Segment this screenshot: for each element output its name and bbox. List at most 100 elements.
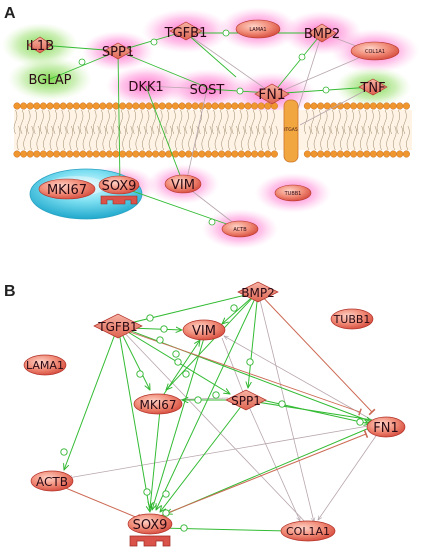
lipid-head-lower	[99, 150, 107, 158]
node-b-lama1-shape	[23, 354, 67, 376]
panel-a-nodes: IL1B BGLAP SPP1 TGFB1 LAMA1 BMP2	[20, 19, 400, 238]
edge-b-mki67-sox9	[150, 409, 161, 508]
edge-b-mark-2	[160, 325, 168, 333]
lipid-tail-upper	[86, 109, 90, 135]
lipid-tail-upper	[99, 109, 104, 135]
node-a-actb[interactable]: ACTB	[221, 220, 259, 238]
node-b-tgfb1[interactable]: TGFB1	[93, 313, 143, 339]
edge-a-dkk1-vim	[145, 85, 184, 184]
lipid-head-lower	[402, 150, 410, 158]
node-a-tubb1-shape	[274, 184, 312, 202]
edge-b-tgfb1-col1a1	[117, 325, 308, 525]
node-a-bmp2-label: BMP2	[304, 27, 340, 42]
lipid-tail-upper	[158, 109, 163, 135]
node-b-actb-label: ACTB	[36, 475, 68, 489]
lipid-tail-lower	[260, 125, 265, 151]
node-b-mki67[interactable]: MKI67	[133, 393, 183, 415]
node-a-sost[interactable]: SOST	[190, 83, 225, 98]
lipid-head-lower	[376, 150, 384, 158]
edge-b-mark-4	[174, 358, 182, 366]
lipid-tail-upper	[257, 109, 262, 135]
edge-b-mark-17	[156, 336, 164, 344]
lipid-head-upper	[310, 102, 318, 110]
lipid-head-lower	[132, 150, 140, 158]
lipid-tail-lower	[201, 125, 206, 151]
edge-b-mark-14	[162, 509, 170, 517]
lipid-head-lower	[310, 150, 318, 158]
edge-b-tgfb1-vim	[129, 328, 182, 330]
lipid-tail-lower	[234, 125, 239, 151]
node-b-sox9[interactable]: SOX9	[127, 513, 173, 547]
edge-b-bmp2-fn1	[257, 291, 376, 416]
node-a-sox9-label: SOX9	[102, 179, 137, 194]
lipid-head-upper	[244, 102, 252, 110]
lipid-head-upper	[211, 102, 219, 110]
lipid-head-lower	[383, 150, 391, 158]
lipid-head-upper	[72, 102, 80, 110]
lipid-head-upper	[138, 102, 146, 110]
node-a-sox9[interactable]: SOX9	[98, 175, 140, 205]
node-b-spp1[interactable]: SPP1	[225, 389, 267, 411]
lipid-tail-lower	[320, 125, 324, 151]
node-a-bmp2[interactable]: BMP2	[304, 23, 340, 43]
node-a-dkk1[interactable]: DKK1	[128, 80, 163, 95]
node-b-vim[interactable]: VIM	[182, 319, 226, 341]
node-a-col1a1[interactable]: COL1A1	[350, 41, 400, 61]
lipid-head-lower	[13, 150, 21, 158]
lipid-head-upper	[224, 102, 232, 110]
lipid-tail-upper	[178, 109, 183, 135]
edge-a-bmp2-itga5	[295, 32, 323, 116]
lipid-head-upper	[112, 102, 120, 110]
node-a-col1a1-label: COL1A1	[365, 49, 385, 55]
lipid-head-lower	[178, 150, 186, 158]
lipid-tail-upper	[59, 109, 64, 135]
node-a-dkk1-label: DKK1	[128, 80, 163, 95]
lipid-tail-lower	[49, 125, 54, 151]
node-a-bglap[interactable]: BGLAP	[20, 70, 80, 88]
lipid-head-upper	[191, 102, 199, 110]
node-b-tubb1[interactable]: TUBB1	[330, 308, 374, 330]
edge-a-mark-5	[236, 87, 244, 95]
node-a-vim[interactable]: VIM	[164, 174, 202, 194]
node-a-tnf-shape	[358, 78, 388, 96]
node-a-actb-shape	[221, 220, 259, 238]
node-b-col1a1[interactable]: COL1A1	[280, 520, 336, 542]
node-b-actb[interactable]: ACTB	[30, 470, 74, 492]
node-b-tgfb1-label: TGFB1	[97, 320, 137, 334]
node-a-lama1[interactable]: LAMA1	[235, 19, 281, 39]
node-a-fn1[interactable]: FN1	[254, 83, 290, 105]
lipid-head-lower	[303, 150, 311, 158]
node-a-vim-label: VIM	[171, 178, 195, 193]
node-a-tnf[interactable]: TNF	[358, 78, 388, 96]
lipid-head-lower	[350, 150, 358, 158]
lipid-head-upper	[383, 102, 391, 110]
edge-b-tgfb1-sox9	[117, 325, 150, 512]
node-a-tgfb1[interactable]: TGFB1	[164, 21, 208, 41]
node-b-sox9-label: SOX9	[133, 518, 168, 533]
lipid-head-lower	[119, 150, 127, 158]
node-a-mki67[interactable]: MKI67	[38, 178, 96, 200]
node-b-fn1[interactable]: FN1	[366, 416, 406, 438]
edge-b-spp1-col1a1	[245, 399, 301, 521]
lipid-tail-lower	[227, 125, 232, 151]
panel-b-edges	[55, 291, 381, 532]
edge-b-mark-15	[180, 524, 188, 532]
node-b-bmp2[interactable]: BMP2	[237, 281, 279, 303]
node-b-actb-shape	[30, 470, 74, 492]
edge-b-mark-8	[246, 358, 254, 366]
edge-a-dkk1-sost	[145, 85, 208, 90]
lipid-tail-upper	[211, 109, 216, 135]
node-a-col1a1-shape	[350, 41, 400, 61]
lipid-head-upper	[317, 102, 325, 110]
lipid-tail-lower	[399, 125, 404, 151]
lipid-tail-lower	[95, 125, 100, 151]
lipid-tail-upper	[363, 109, 368, 135]
lipid-tail-lower	[161, 125, 166, 151]
node-b-tubb1-label: TUBB1	[333, 313, 371, 326]
node-b-lama1[interactable]: LAMA1	[23, 354, 67, 376]
lipid-head-upper	[20, 102, 28, 110]
node-a-il1b[interactable]: IL1B	[26, 36, 54, 54]
node-a-tubb1[interactable]: TUBB1	[274, 184, 312, 202]
node-a-spp1[interactable]: SPP1	[102, 42, 134, 60]
node-a-sox9-shape	[98, 175, 140, 195]
